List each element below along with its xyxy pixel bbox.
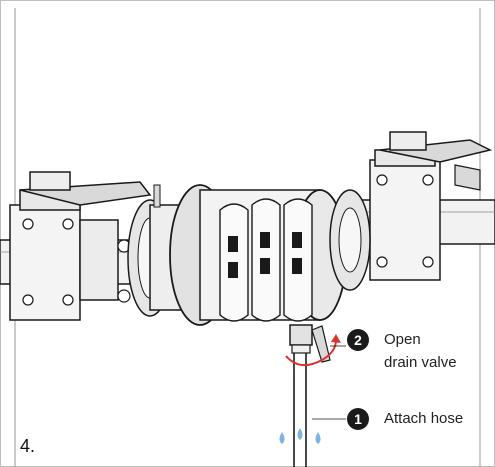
callout-text-drain-valve: drain valve — [384, 354, 457, 371]
ball-valve-left — [9, 171, 152, 321]
callout-badge-2: 2 — [347, 329, 369, 351]
drain-valve-icon — [289, 324, 331, 363]
rotate-arrow-icon — [285, 334, 341, 367]
flange-right — [329, 189, 371, 291]
hose-icon — [293, 353, 307, 467]
callout-text-open: Open — [384, 331, 421, 348]
ball-valve-right — [369, 131, 493, 281]
step-number: 4. — [20, 436, 36, 456]
callout-text-attach-hose: Attach hose — [384, 410, 464, 427]
filter-housing-icon — [169, 184, 347, 326]
vent-fitting-icon — [153, 184, 161, 208]
callout-badge-1: 1 — [347, 408, 369, 430]
water-drop-icon — [279, 428, 321, 444]
